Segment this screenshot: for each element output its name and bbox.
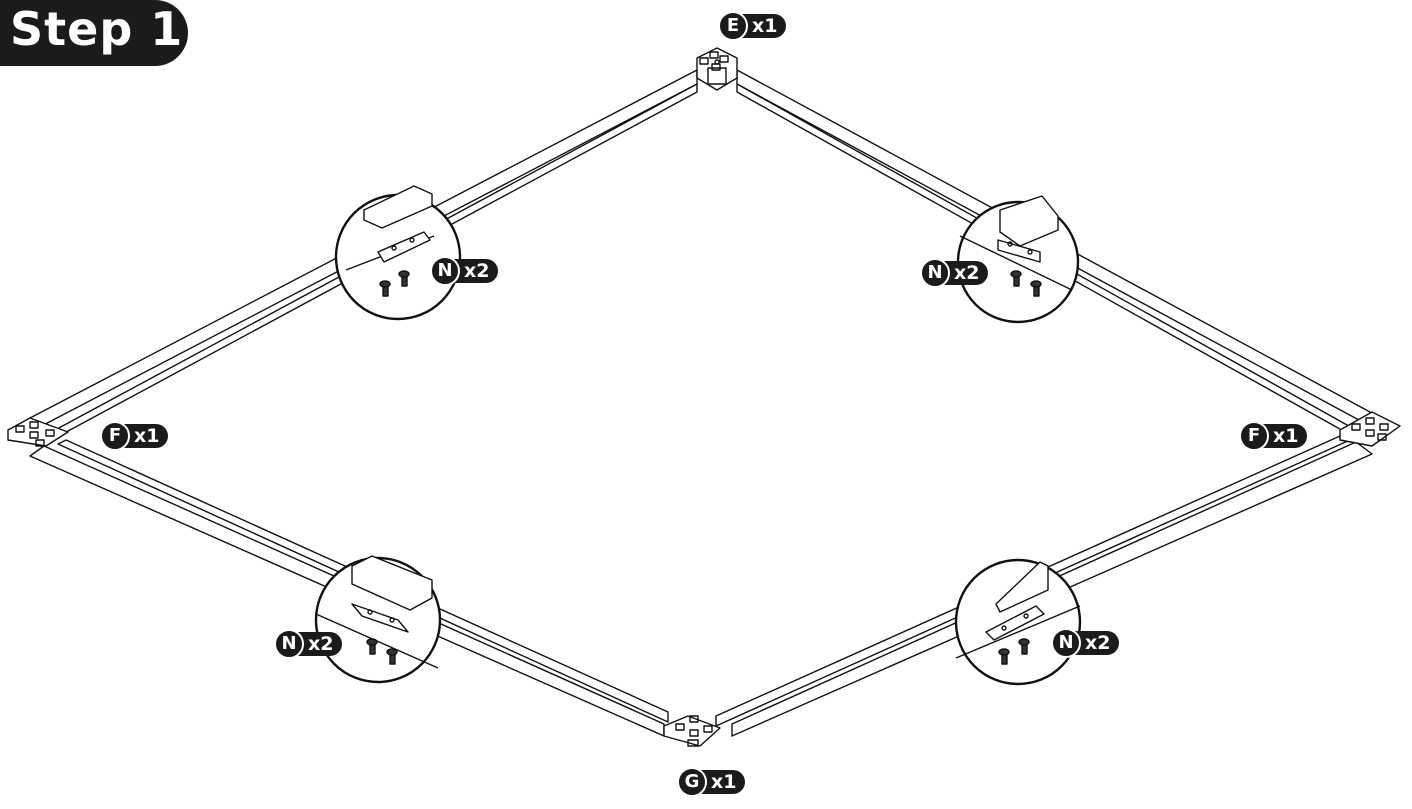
screw-icon — [1030, 280, 1042, 297]
part-letter-badge: N — [430, 256, 460, 286]
screw-icon — [998, 648, 1010, 665]
quantity-label: x1 — [740, 14, 787, 38]
part-letter-badge: N — [920, 258, 950, 288]
quantity-label: x1 — [1261, 424, 1308, 448]
detail-circle-bottom-left — [314, 555, 442, 684]
part-letter-badge: F — [100, 421, 130, 451]
detail-circle-top-right — [956, 195, 1080, 324]
part-letter-badge: N — [1051, 628, 1081, 658]
screw-icon — [366, 638, 378, 655]
part-letter-badge: F — [1239, 421, 1269, 451]
part-letter-badge: N — [274, 629, 304, 659]
screw-icon — [386, 648, 398, 665]
corner-connector-f-left — [7, 417, 69, 447]
step-banner: Step 1 — [0, 0, 188, 66]
screw-icon — [1010, 270, 1022, 287]
quantity-label: x2 — [452, 259, 499, 283]
screw-icon — [379, 280, 391, 297]
corner-connector-f-right — [1339, 411, 1401, 447]
step-label: Step 1 — [10, 2, 184, 56]
corner-connector-g — [663, 715, 721, 747]
detail-circle-bottom-right — [954, 558, 1082, 686]
corner-connector-e — [696, 47, 738, 91]
quantity-label: x2 — [296, 632, 343, 656]
part-letter-badge: G — [677, 767, 707, 797]
screw-icon — [1018, 638, 1030, 655]
quantity-label: x1 — [699, 770, 746, 794]
part-letter-badge: E — [718, 11, 748, 41]
detail-circle-top-left — [334, 185, 462, 321]
quantity-label: x2 — [942, 261, 989, 285]
screw-icon — [398, 270, 410, 287]
